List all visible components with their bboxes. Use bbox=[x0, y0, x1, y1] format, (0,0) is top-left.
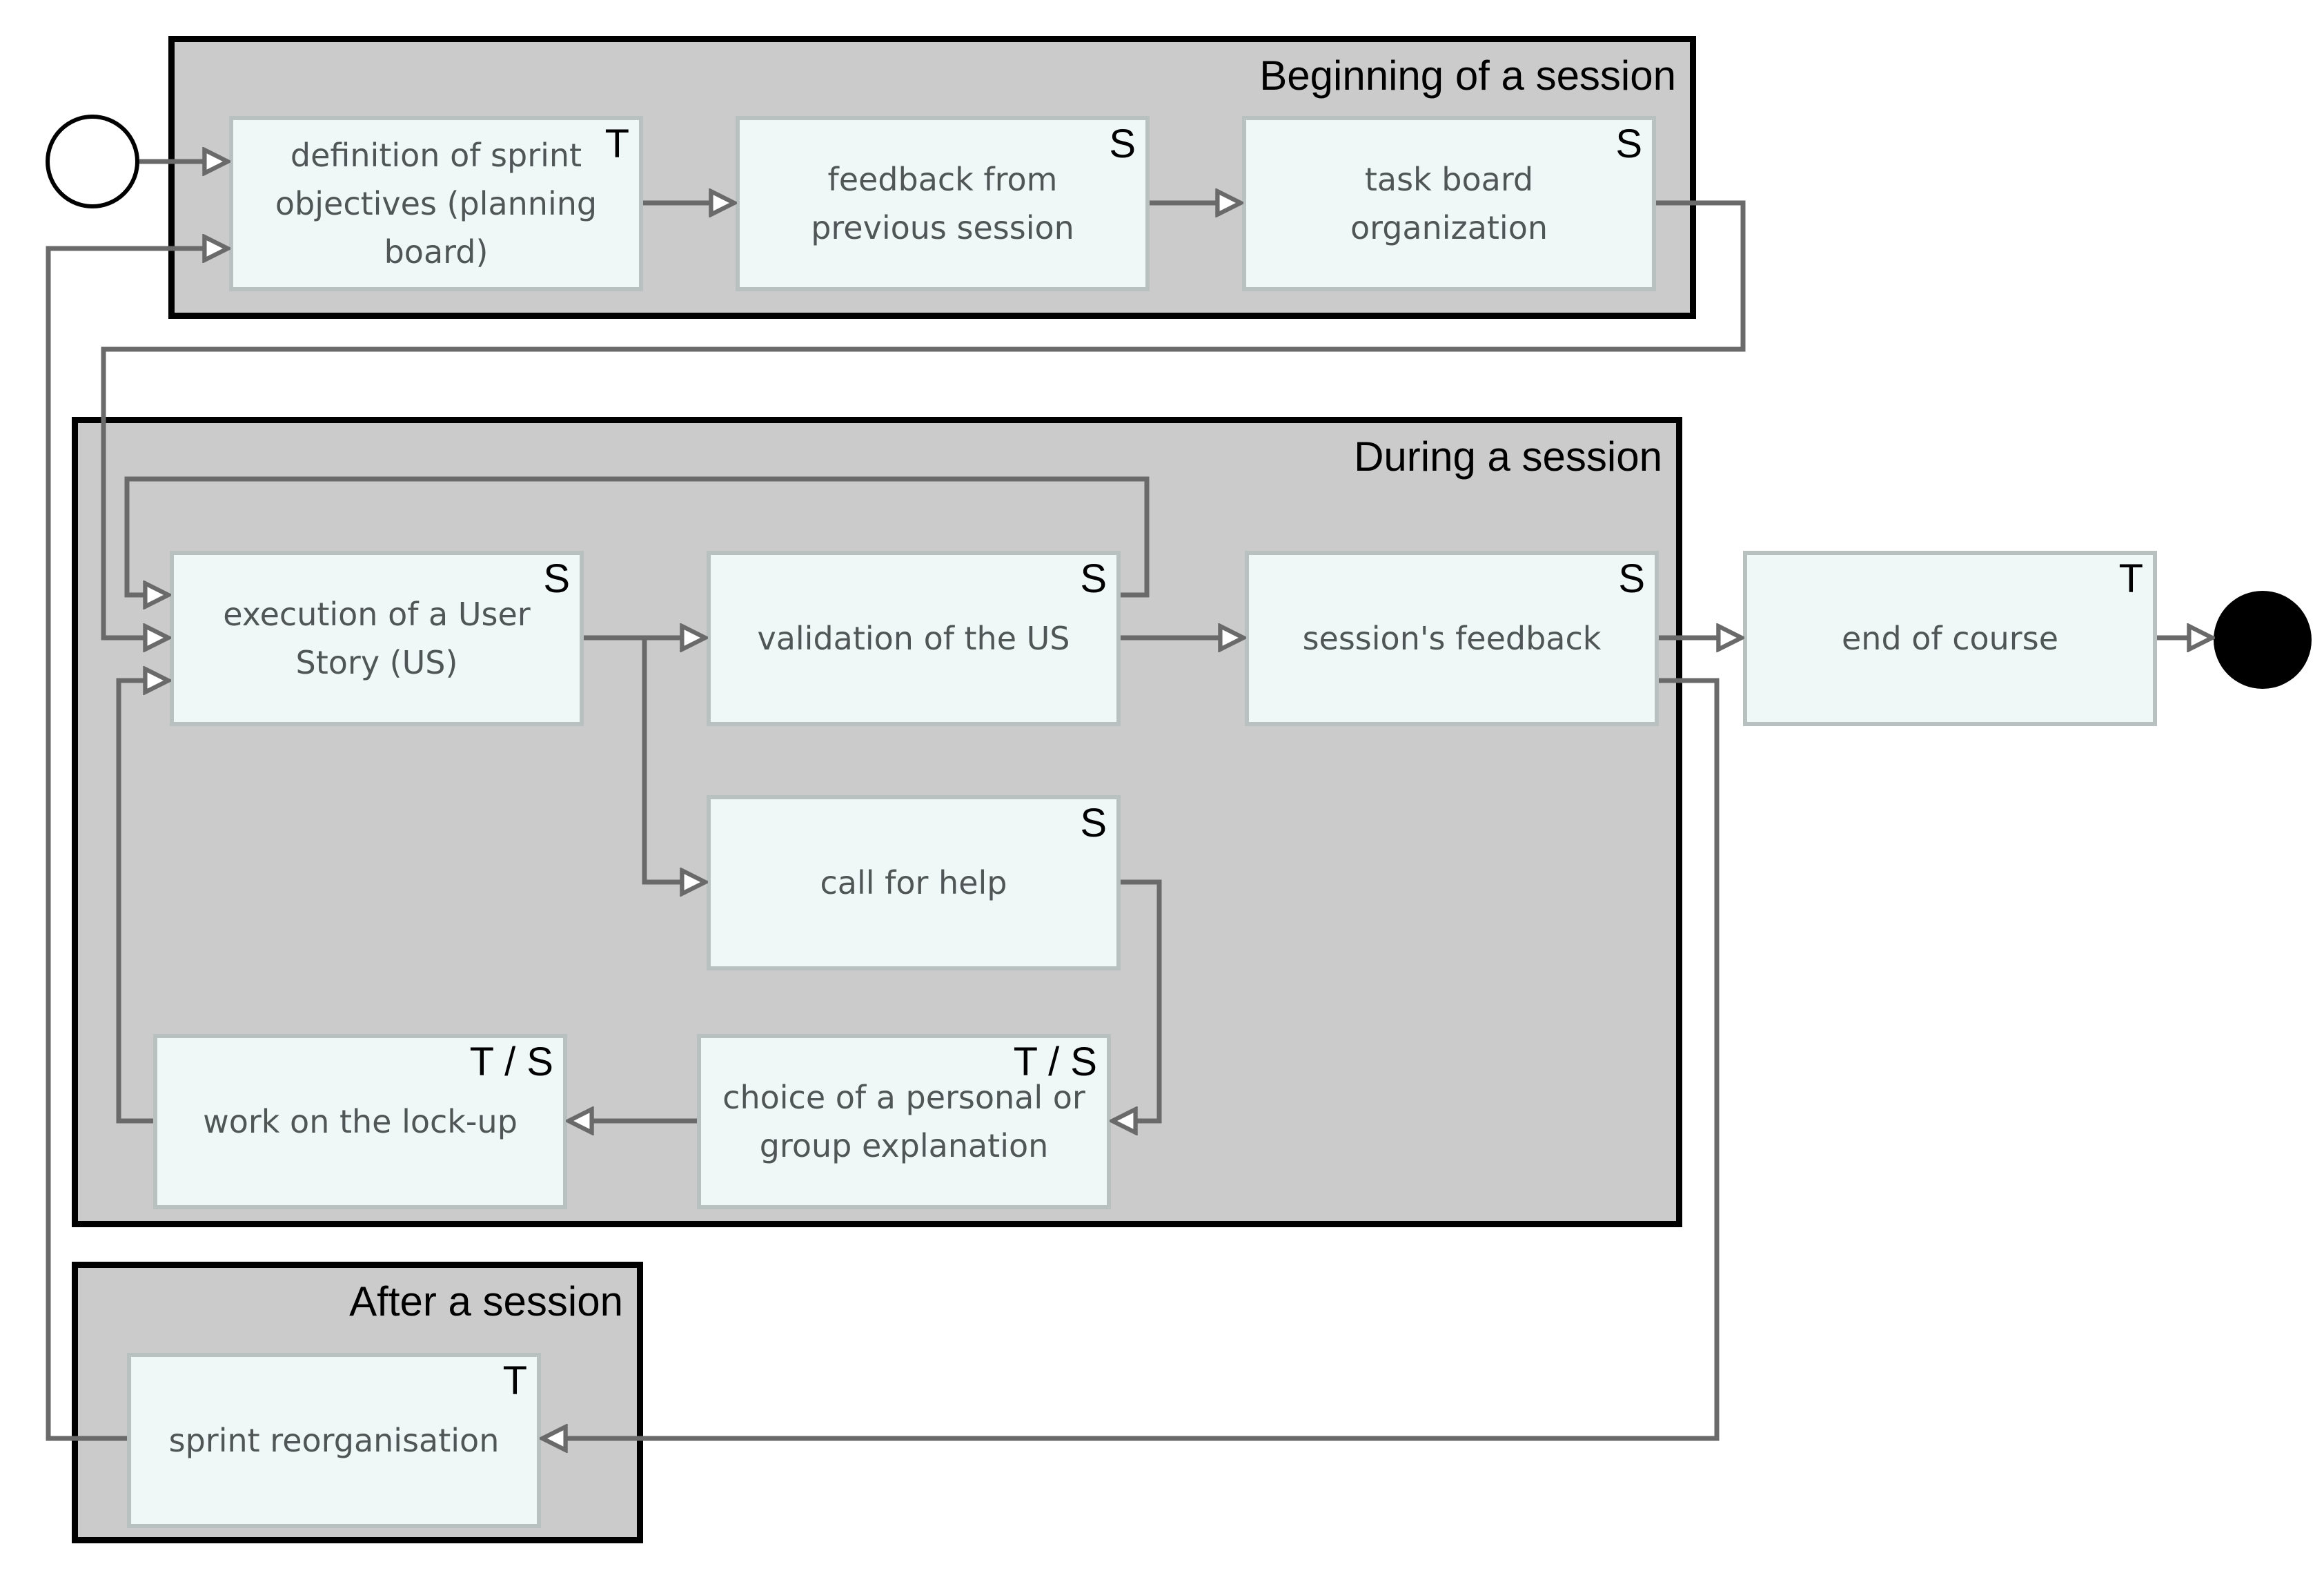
role-tag: T bbox=[2118, 556, 2143, 601]
node-task-board-organization: S task board organization bbox=[1242, 116, 1656, 291]
group-title: Beginning of a session bbox=[1259, 52, 1676, 99]
node-label: execution of a User Story (US) bbox=[223, 596, 531, 681]
edge-sprint-reorganisation-to-definition bbox=[46, 248, 228, 1441]
edge-sessions-feedback-to-sprint-reorganisation bbox=[542, 678, 1720, 1438]
node-label: session's feedback bbox=[1302, 620, 1602, 657]
node-label: feedback from previous session bbox=[811, 161, 1074, 246]
node-label: task board organization bbox=[1350, 161, 1548, 246]
role-tag: T / S bbox=[469, 1039, 553, 1084]
node-label: definition of sprint objectives (plannin… bbox=[275, 137, 598, 271]
edge-validation-loop-to-execution bbox=[124, 476, 1150, 595]
initial-state-circle bbox=[46, 115, 139, 208]
node-validation-of-us: S validation of the US bbox=[707, 551, 1121, 726]
role-tag: S bbox=[543, 556, 570, 601]
node-call-for-help: S call for help bbox=[707, 795, 1121, 970]
role-tag: S bbox=[1615, 121, 1642, 166]
node-sessions-feedback: S session's feedback bbox=[1245, 551, 1659, 726]
node-end-of-course: T end of course bbox=[1743, 551, 2157, 726]
node-label: work on the lock-up bbox=[203, 1103, 518, 1140]
node-execution-of-user-story: S execution of a User Story (US) bbox=[170, 551, 584, 726]
edge-call-for-help-to-choice bbox=[1112, 879, 1162, 1121]
node-label: choice of a personal or group explanatio… bbox=[722, 1079, 1085, 1164]
role-tag: S bbox=[1080, 801, 1107, 846]
role-tag: T bbox=[604, 121, 629, 166]
node-feedback-from-previous-session: S feedback from previous session bbox=[736, 116, 1150, 291]
node-label: validation of the US bbox=[757, 620, 1070, 657]
node-label: end of course bbox=[1841, 620, 2058, 657]
group-title: After a session bbox=[349, 1278, 623, 1325]
role-tag: S bbox=[1109, 121, 1136, 166]
edge-execution-to-call-for-help bbox=[642, 638, 705, 882]
group-title: During a session bbox=[1354, 433, 1662, 480]
node-work-on-lock-up: T / S work on the lock-up bbox=[153, 1034, 567, 1209]
node-choice-of-explanation: T / S choice of a personal or group expl… bbox=[697, 1034, 1111, 1209]
node-sprint-reorganisation: T sprint reorganisation bbox=[127, 1353, 541, 1528]
role-tag: T bbox=[502, 1358, 527, 1403]
role-tag: S bbox=[1080, 556, 1107, 601]
edge-lock-up-to-execution bbox=[116, 681, 168, 1124]
node-definition-of-sprint-objectives: T definition of sprint objectives (plann… bbox=[229, 116, 643, 291]
role-tag: S bbox=[1618, 556, 1645, 601]
role-tag: T / S bbox=[1013, 1039, 1097, 1084]
node-label: sprint reorganisation bbox=[168, 1422, 500, 1459]
final-state-circle bbox=[2214, 591, 2312, 689]
node-label: call for help bbox=[820, 864, 1007, 901]
edge-task-board-to-execution bbox=[101, 200, 1746, 638]
